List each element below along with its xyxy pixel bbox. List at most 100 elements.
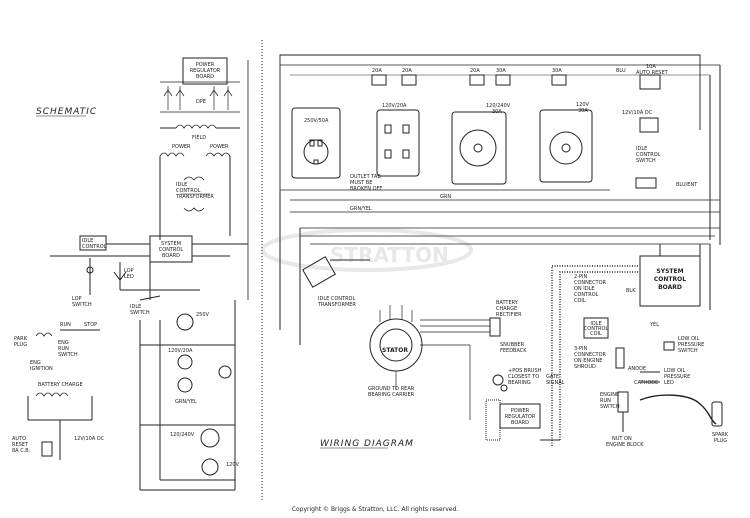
svg-text:CONTROL: CONTROL [159,247,184,253]
svg-text:SIGNAL: SIGNAL [546,380,565,386]
svg-text:REGULATOR: REGULATOR [505,414,536,420]
svg-text:120V/20A: 120V/20A [168,348,193,354]
svg-text:120V/20A: 120V/20A [382,103,407,109]
svg-text:ON ENGINE: ON ENGINE [574,358,602,364]
svg-text:SWITCH: SWITCH [678,348,698,354]
svg-text:STATOR: STATOR [382,347,408,354]
svg-text:12V/10A DC: 12V/10A DC [622,110,653,116]
svg-text:IDLE: IDLE [130,304,141,310]
svg-text:SHROUD: SHROUD [574,364,596,370]
svg-text:IDLE: IDLE [590,321,601,327]
svg-text:30A: 30A [492,109,502,115]
svg-text:BOARD: BOARD [196,74,214,80]
svg-text:SYSTEM: SYSTEM [656,268,683,275]
spark-plug [711,401,723,427]
svg-text:BOARD: BOARD [162,253,180,259]
svg-text:SWITCH: SWITCH [72,302,92,308]
svg-text:REGULATOR: REGULATOR [190,68,221,74]
receptacle-120-240v-30a [451,111,507,185]
breakers-top-row: 20A 20A 20A 30A 30A [371,68,567,86]
idle-control-switch [635,177,657,189]
svg-text:CONTROL: CONTROL [82,244,107,250]
svg-text:BLU/ENT: BLU/ENT [676,182,698,188]
svg-text:10A: 10A [646,64,656,70]
wiring-title: WIRING DIAGRAM [320,439,414,449]
svg-text:SNUBBER: SNUBBER [500,342,525,348]
svg-text:BOARD: BOARD [658,284,682,291]
svg-text:BATTERY CHARGE: BATTERY CHARGE [38,382,83,388]
schematic-panel: SCHEMATIC POWER REGULATOR BOARD DPE FIEL… [12,57,249,491]
battery-charge-rectifier [489,317,501,337]
svg-text:BOARD: BOARD [511,420,529,426]
svg-text:RECTIFIER: RECTIFIER [496,312,522,318]
svg-text:IGNITION: IGNITION [30,366,53,372]
svg-text:GRN/YEL: GRN/YEL [175,399,197,405]
svg-text:3-PIN: 3-PIN [574,346,587,352]
svg-text:LED: LED [124,274,134,280]
svg-text:CONNECTOR: CONNECTOR [574,352,607,358]
svg-text:TRANSFORMER: TRANSFORMER [317,302,356,308]
svg-text:SWITCH: SWITCH [600,404,620,410]
svg-text:GATE: GATE [546,374,559,380]
schem-system-control-board [149,235,193,263]
svg-text:STOP: STOP [84,322,97,328]
svg-text:CONTROL: CONTROL [584,326,609,332]
svg-text:20A: 20A [372,68,382,74]
svg-text:COIL: COIL [590,331,602,337]
svg-text:CONTROL: CONTROL [574,292,599,298]
svg-text:POWER: POWER [196,62,215,68]
wiring-panel: WIRING DIAGRAM 250V/50A 120V/20A OUTLET … [279,54,729,449]
svg-text:LOP: LOP [124,268,134,274]
svg-text:120V: 120V [576,102,590,108]
svg-text:ANODE: ANODE [628,366,646,372]
svg-text:GRN: GRN [440,194,451,200]
svg-text:LOP: LOP [72,296,82,302]
svg-text:RUN: RUN [58,346,69,352]
svg-text:20A: 20A [402,68,412,74]
watermark-text: STRATTON [330,243,449,267]
svg-text:COIL: COIL [574,298,586,304]
svg-text:120V: 120V [226,462,240,468]
svg-text:CONNECTOR: CONNECTOR [574,280,607,286]
svg-text:FEEDBACK: FEEDBACK [500,348,527,354]
svg-text:120/240V: 120/240V [486,103,511,109]
svg-text:LOW OIL: LOW OIL [664,368,685,374]
receptacle-250v-50a [291,107,341,179]
svg-text:CONTROL: CONTROL [176,188,201,194]
svg-text:30A: 30A [578,108,588,114]
svg-text:SWITCH: SWITCH [130,310,150,316]
svg-text:CONTROL: CONTROL [654,276,686,283]
svg-text:RUN: RUN [600,398,611,404]
svg-text:12V/10A DC: 12V/10A DC [74,436,105,442]
svg-text:OUTLET TAB: OUTLET TAB [350,174,381,180]
svg-text:IDLE: IDLE [176,182,187,188]
svg-text:20A: 20A [470,68,480,74]
low-oil-switch [663,341,675,351]
schem-power-regulator-board [182,57,228,85]
svg-text:YEL: YEL [649,322,659,328]
svg-text:BEARING: BEARING [508,380,531,386]
svg-text:RUN: RUN [60,322,71,328]
svg-text:ENGINE BLOCK: ENGINE BLOCK [606,442,644,448]
svg-text:LOW OIL: LOW OIL [678,336,699,342]
svg-text:IDLE: IDLE [636,146,647,152]
svg-text:SWITCH: SWITCH [58,352,78,358]
svg-text:FIELD: FIELD [192,135,206,141]
system-control-board [639,255,701,307]
svg-text:30A: 30A [552,68,562,74]
svg-text:PLUG: PLUG [714,438,727,444]
svg-text:AUTO: AUTO [12,436,26,442]
svg-text:CONTROL: CONTROL [636,152,661,158]
svg-text:RESET: RESET [12,442,29,448]
svg-text:AUTO RESET: AUTO RESET [636,70,669,76]
svg-text:SWITCH: SWITCH [636,158,656,164]
dc-outlet [639,117,659,133]
receptacle-120v-20a [376,109,420,177]
svg-text:CLOSEST TO: CLOSEST TO [508,374,539,380]
svg-text:TRANSFORMER: TRANSFORMER [175,194,214,200]
svg-text:GROUND TO REAR: GROUND TO REAR [368,386,415,392]
svg-text:IDLE CONTROL: IDLE CONTROL [318,296,355,302]
svg-text:PRESSURE: PRESSURE [664,374,690,380]
svg-text:POWER: POWER [210,144,229,150]
